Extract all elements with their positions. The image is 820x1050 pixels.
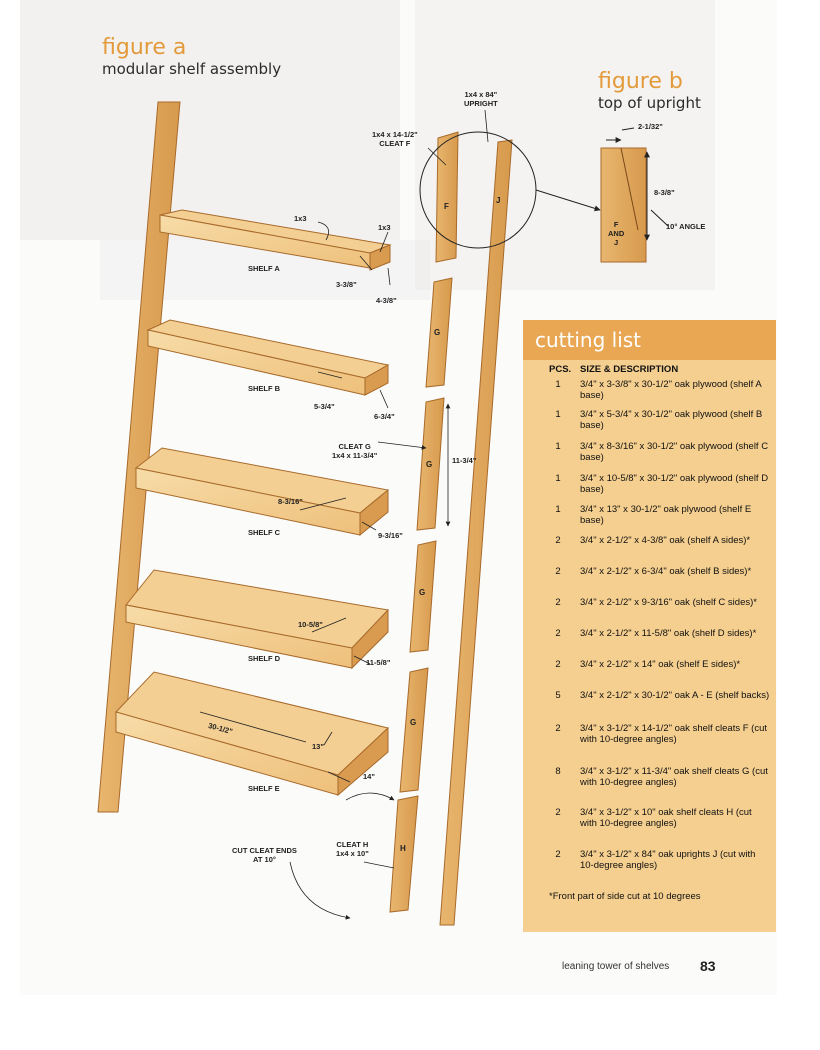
row-desc: 3/4" x 13" x 30-1/2" oak plywood (shelf … xyxy=(580,504,752,526)
cutting-list-panel: cutting list PCS. SIZE & DESCRIPTION 1 3/… xyxy=(523,320,776,932)
figure-b-width-dim: 2-1/32" xyxy=(638,122,663,131)
row-pcs: 1 xyxy=(555,441,561,452)
figure-b-height-dim: 8-3/8" xyxy=(654,188,675,197)
row-pcs: 2 xyxy=(555,566,561,577)
col-pcs-header: PCS. xyxy=(549,364,572,375)
shelf-b-tray xyxy=(146,319,390,396)
shelf-b-label: SHELF B xyxy=(248,384,281,393)
upright-callout: 1x4 x 84" UPRIGHT xyxy=(464,90,498,108)
cutting-list-footnote: *Front part of side cut at 10 degrees xyxy=(549,891,701,902)
figure-b-angle: 10° ANGLE xyxy=(666,222,706,231)
shelf-c-dim2: 9-3/16" xyxy=(378,531,403,540)
figure-b-upright-top xyxy=(600,147,647,263)
row-pcs: 2 xyxy=(555,659,561,670)
cleat-f-callout: 1x4 x 14-1/2" CLEAT F xyxy=(372,130,418,148)
row-pcs: 1 xyxy=(555,504,561,515)
figure-a-heading: figure a xyxy=(102,35,187,60)
row-desc: 3/4" x 3-1/2" x 84" oak uprights J (cut … xyxy=(580,849,756,871)
row-desc: 3/4" x 2-1/2" x 6-3/4" oak (shelf B side… xyxy=(580,566,752,577)
shelf-a-dim1: 3-3/8" xyxy=(336,280,357,289)
shelf-a-label: SHELF A xyxy=(248,264,280,273)
shelf-diagram xyxy=(97,101,669,926)
row-desc: 3/4" x 2-1/2" x 4-3/8" oak (shelf A side… xyxy=(580,535,751,546)
cleat-h-callout: CLEAT H 1x4 x 10" xyxy=(336,840,369,858)
shelf-a-tray xyxy=(159,209,392,271)
row-desc: 3/4" x 3-1/2" x 11-3/4" oak shelf cleats… xyxy=(580,766,768,788)
figure-b-title: figure b top of upright xyxy=(598,69,701,113)
part-h-letter: H xyxy=(400,844,406,853)
part-g4-letter: G xyxy=(410,718,417,727)
row-desc: 3/4" x 10-5/8" x 30-1/2" oak plywood (sh… xyxy=(580,473,769,495)
magazine-page: figure a modular shelf assembly figure b… xyxy=(20,0,777,995)
cleat-g2-part xyxy=(416,397,445,531)
row-pcs: 2 xyxy=(555,723,561,734)
shelf-b-dim2: 6-3/4" xyxy=(374,412,395,421)
background-tint-right xyxy=(415,0,715,290)
cut-ends-callout: CUT CLEAT ENDS AT 10° xyxy=(232,846,297,864)
shelf-b-dim1: 5-3/4" xyxy=(314,402,335,411)
page-number: 83 xyxy=(700,958,716,974)
cleat-g-callout: CLEAT G 1x4 x 11-3/4" xyxy=(332,442,378,460)
shelf-a-dim2: 4-3/8" xyxy=(376,296,397,305)
cleat-g4-part xyxy=(399,667,429,793)
row-pcs: 2 xyxy=(555,535,561,546)
shelf-d-dim2: 11-5/8" xyxy=(366,658,391,667)
figure-b-subheading: top of upright xyxy=(598,94,701,112)
part-g3-letter: G xyxy=(419,588,426,597)
part-f-letter: F xyxy=(444,202,449,211)
row-desc: 3/4" x 3-3/8" x 30-1/2" oak plywood (she… xyxy=(580,379,762,401)
footer-text: leaning tower of shelves xyxy=(562,961,670,972)
row-pcs: 1 xyxy=(555,409,561,420)
cutting-list-header: cutting list xyxy=(523,320,776,360)
shelf-e-dim2: 14" xyxy=(363,772,375,781)
shelf-c-tray xyxy=(134,447,390,537)
row-pcs: 1 xyxy=(555,379,561,390)
shelf-d-label: SHELF D xyxy=(248,654,281,663)
part-j-letter: J xyxy=(496,196,501,205)
cleat-g3-part xyxy=(409,540,437,653)
cleat-f-part xyxy=(435,131,459,263)
shelf-d-dim1: 10-5/8" xyxy=(298,620,323,629)
figure-a-title: figure a modular shelf assembly xyxy=(102,35,282,79)
row-pcs: 1 xyxy=(555,473,561,484)
shelf-e-dim1: 13" xyxy=(312,742,324,751)
row-desc: 3/4" x 8-3/16" x 30-1/2" oak plywood (sh… xyxy=(580,441,769,463)
figure-b-part-label: F AND J xyxy=(608,220,625,247)
row-pcs: 8 xyxy=(555,766,561,777)
cleat-g1-part xyxy=(425,277,453,388)
row-pcs: 2 xyxy=(555,628,561,639)
background-tint-left xyxy=(20,0,400,240)
part-g1-letter: G xyxy=(434,328,441,337)
row-pcs: 5 xyxy=(555,690,561,701)
cleat-g-height-dim: 11-3/4" xyxy=(452,456,477,465)
row-desc: 3/4" x 2-1/2" x 11-5/8" oak (shelf D sid… xyxy=(580,628,757,639)
one-by-three-label-b: 1x3 xyxy=(378,223,391,232)
figure-b-heading: figure b xyxy=(598,69,683,94)
shelf-c-dim1: 8-3/16" xyxy=(278,497,303,506)
row-desc: 3/4" x 3-1/2" x 10" oak shelf cleats H (… xyxy=(580,807,752,829)
row-desc: 3/4" x 2-1/2" x 9-3/16" oak (shelf C sid… xyxy=(580,597,757,608)
row-pcs: 2 xyxy=(555,849,561,860)
one-by-three-label-a: 1x3 xyxy=(294,214,307,223)
figure-a-subheading: modular shelf assembly xyxy=(102,60,282,78)
cutting-list-title: cutting list xyxy=(535,328,642,352)
shelf-c-label: SHELF C xyxy=(248,528,281,537)
shelf-e-tray xyxy=(115,671,390,797)
cleat-h-part xyxy=(389,795,419,913)
row-desc: 3/4" x 2-1/2" x 14" oak (shelf E sides)* xyxy=(580,659,741,670)
upright-j-part xyxy=(439,139,513,926)
row-pcs: 2 xyxy=(555,807,561,818)
col-desc-header: SIZE & DESCRIPTION xyxy=(580,364,679,375)
row-desc: 3/4" x 3-1/2" x 14-1/2" oak shelf cleats… xyxy=(580,723,768,745)
row-desc: 3/4" x 5-3/4" x 30-1/2" oak plywood (she… xyxy=(580,409,763,431)
row-desc: 3/4" x 2-1/2" x 30-1/2" oak A - E (shelf… xyxy=(580,690,770,701)
row-pcs: 2 xyxy=(555,597,561,608)
assembly-upright xyxy=(97,101,181,813)
shelf-d-tray xyxy=(125,569,390,670)
shelf-e-label: SHELF E xyxy=(248,784,280,793)
part-g2-letter: G xyxy=(426,460,433,469)
